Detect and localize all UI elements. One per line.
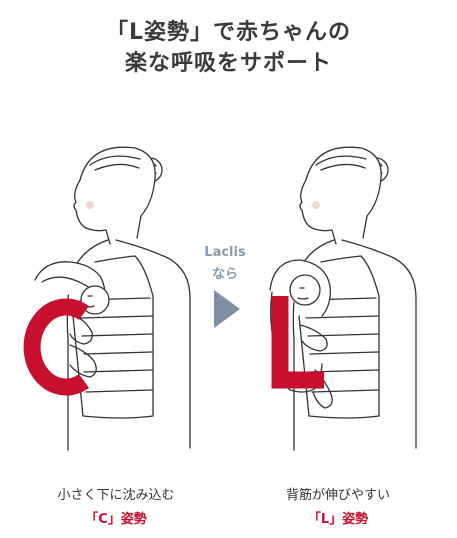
right-caption: 背筋が伸びやすい: [285, 488, 390, 503]
left-caption: 小さく下に沈み込む: [57, 488, 175, 503]
right-posture-label: 「L」姿勢: [307, 512, 369, 527]
l-letter-shape: [271, 296, 324, 389]
c-letter-shape: [23, 298, 89, 396]
left-posture-label: 「C」姿勢: [85, 512, 147, 527]
page-title-line2: 楽な呼吸をサポート: [124, 51, 332, 76]
right-arrow-icon: [214, 290, 240, 328]
arrow-label-brand: Laclis: [204, 245, 246, 260]
arrow-label-suffix: なら: [211, 267, 238, 282]
page-title-line1: 「L姿勢」で赤ちゃんの: [105, 20, 352, 45]
left-carrier-illustration: [23, 146, 191, 451]
right-carrier-illustration: [269, 146, 417, 451]
